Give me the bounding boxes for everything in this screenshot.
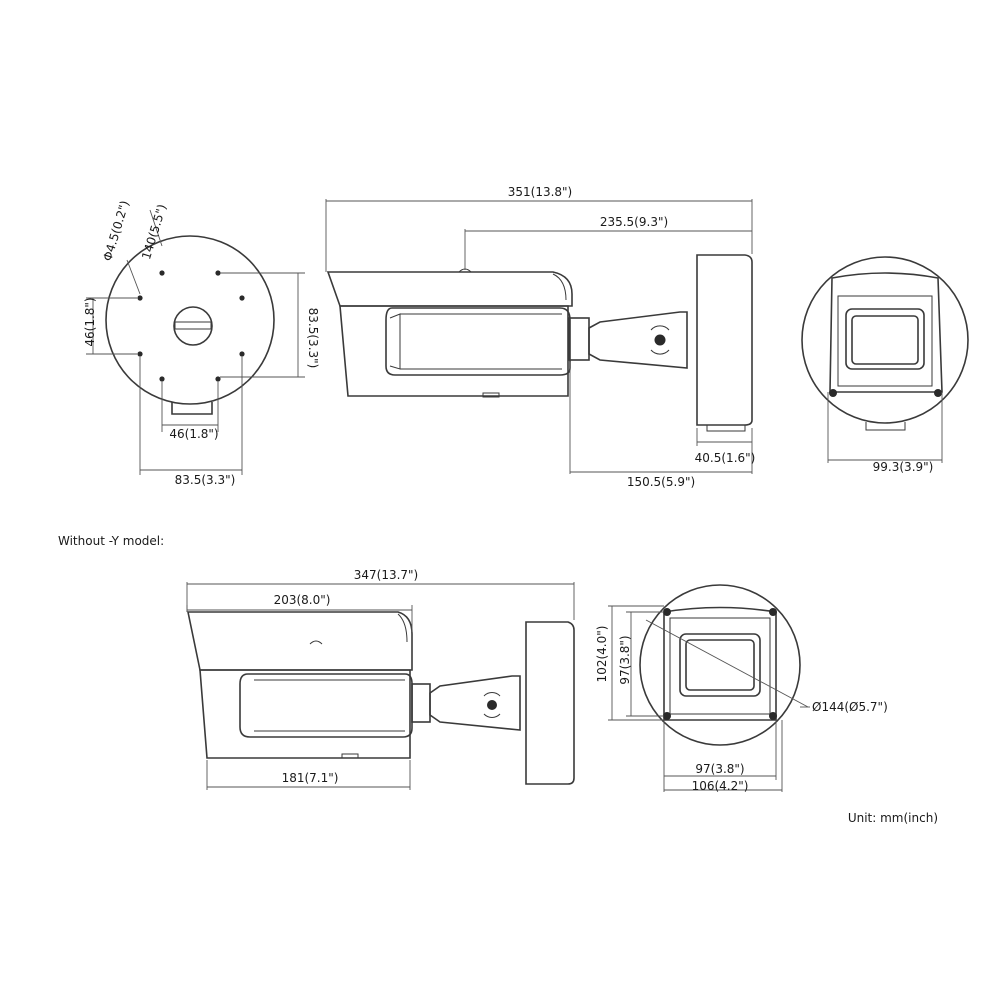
hole-spacing-vertical-label: 46(1.8") (83, 297, 97, 346)
front-height-inner-label: 97(3.8") (618, 635, 632, 684)
bottom-body-length-label: 203(8.0") (274, 593, 331, 607)
bottom-lower-length-label: 181(7.1") (282, 771, 339, 785)
rotate-icon (483, 692, 501, 718)
mount-projection-label: 150.5(5.9") (627, 475, 695, 489)
mount-base-view (86, 209, 305, 475)
mount-base-depth-label: 40.5(1.6") (695, 451, 756, 465)
camera-side-view-bottom (186, 582, 575, 790)
base-diameter-label: 140(5.5") (139, 203, 169, 261)
camera-front-view-bottom (608, 584, 810, 792)
rotate-icon (650, 325, 670, 355)
bottom-total-length-label: 347(13.7") (354, 568, 419, 582)
top-mount-to-end-label: 235.5(9.3") (600, 215, 668, 229)
camera-front-view-top (801, 256, 969, 463)
base-width-label: 83.5(3.3") (175, 473, 236, 487)
camera-side-view-top (325, 199, 753, 474)
hole-diameter-label: Φ4.5(0.2") (100, 199, 132, 263)
front-width-inner-label: 97(3.8") (695, 762, 744, 776)
without-y-model-note: Without -Y model: (58, 534, 164, 548)
screw-holes (137, 270, 245, 382)
front-height-outer-label: 102(4.0") (595, 626, 609, 683)
hole-spacing-horizontal-label: 46(1.8") (169, 427, 218, 441)
unit-note: Unit: mm(inch) (848, 811, 938, 825)
base-height-label: 83.5(3.3") (306, 308, 320, 369)
front-width-outer-label: 106(4.2") (692, 779, 749, 793)
top-total-length-label: 351(13.8") (508, 185, 573, 199)
front-width-label: 99.3(3.9") (873, 460, 934, 474)
front-diameter-label: Ø144(Ø5.7") (812, 700, 888, 714)
